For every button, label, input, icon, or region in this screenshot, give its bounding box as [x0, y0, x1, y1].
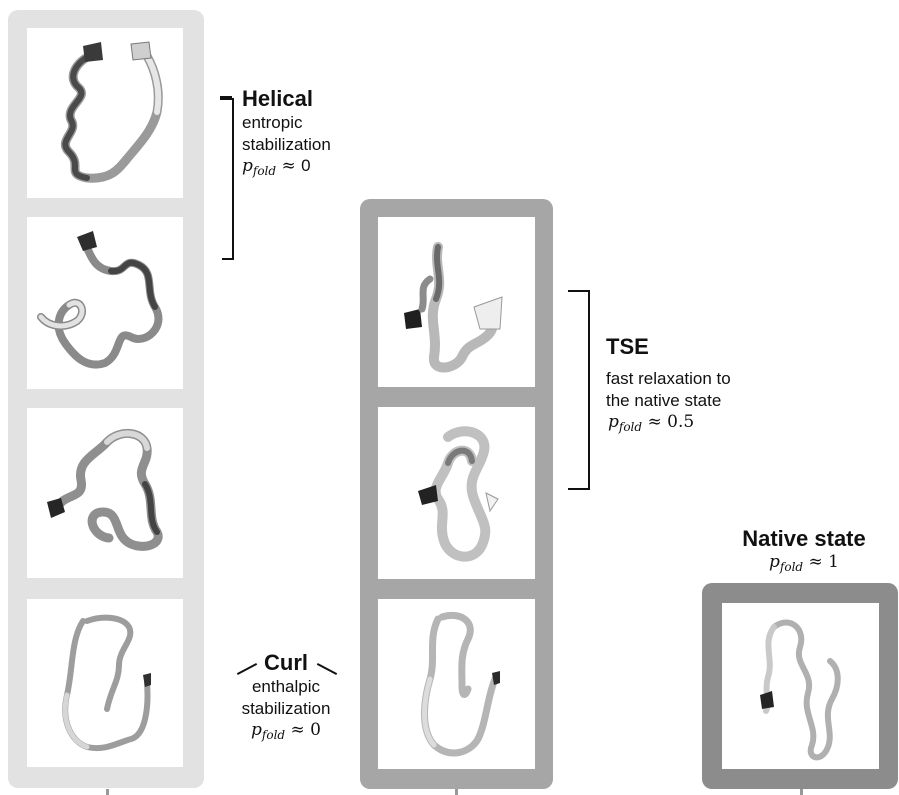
- protein-structure-image: [378, 217, 535, 387]
- native-title: Native state: [712, 526, 896, 552]
- tse-desc-line2: the native state: [606, 390, 731, 412]
- structure-frame-left-3: [27, 408, 183, 578]
- helical-title: Helical: [242, 86, 331, 112]
- curl-desc-line2: stabilization: [222, 698, 350, 720]
- protein-structure-image: [27, 408, 183, 578]
- column-tick: [106, 789, 109, 795]
- structure-frame-left-2: [27, 217, 183, 389]
- curl-label: Curl enthalpic stabilization pfold ≈ 0: [222, 650, 350, 742]
- helical-label: Helical entropic stabilization pfold ≈ 0: [242, 86, 331, 178]
- tse-pfold: pfold ≈ 0.5: [608, 412, 731, 434]
- curl-pfold: pfold ≈ 0: [222, 720, 350, 742]
- structure-frame-mid-1: [378, 217, 535, 387]
- structure-frame-left-1: [27, 28, 183, 198]
- helical-pfold: pfold ≈ 0: [242, 156, 331, 178]
- native-pfold: pfold ≈ 1: [712, 552, 896, 574]
- structure-frame-mid-3: [378, 599, 535, 769]
- curl-desc-line1: enthalpic: [222, 676, 350, 698]
- native-label: Native state pfold ≈ 1: [712, 526, 896, 574]
- helical-bracket: [222, 98, 234, 260]
- tse-title: TSE: [606, 334, 731, 360]
- protein-structure-image: [27, 28, 183, 198]
- helical-desc-line1: entropic: [242, 112, 331, 134]
- structure-frame-left-4: [27, 599, 183, 767]
- helical-bracket-cap: [220, 96, 232, 100]
- protein-structure-image: [378, 407, 535, 579]
- structure-frame-mid-2: [378, 407, 535, 579]
- protein-structure-image: [378, 599, 535, 769]
- column-tick: [800, 789, 803, 795]
- tse-bracket: [568, 290, 590, 490]
- tse-label: TSE fast relaxation to the native state …: [606, 334, 731, 434]
- curl-title: Curl: [222, 650, 350, 676]
- helical-desc-line2: stabilization: [242, 134, 331, 156]
- protein-structure-image: [722, 603, 879, 769]
- protein-structure-image: [27, 217, 183, 389]
- protein-structure-image: [27, 599, 183, 767]
- tse-desc-line1: fast relaxation to: [606, 368, 731, 390]
- column-tick: [455, 789, 458, 795]
- structure-frame-native: [722, 603, 879, 769]
